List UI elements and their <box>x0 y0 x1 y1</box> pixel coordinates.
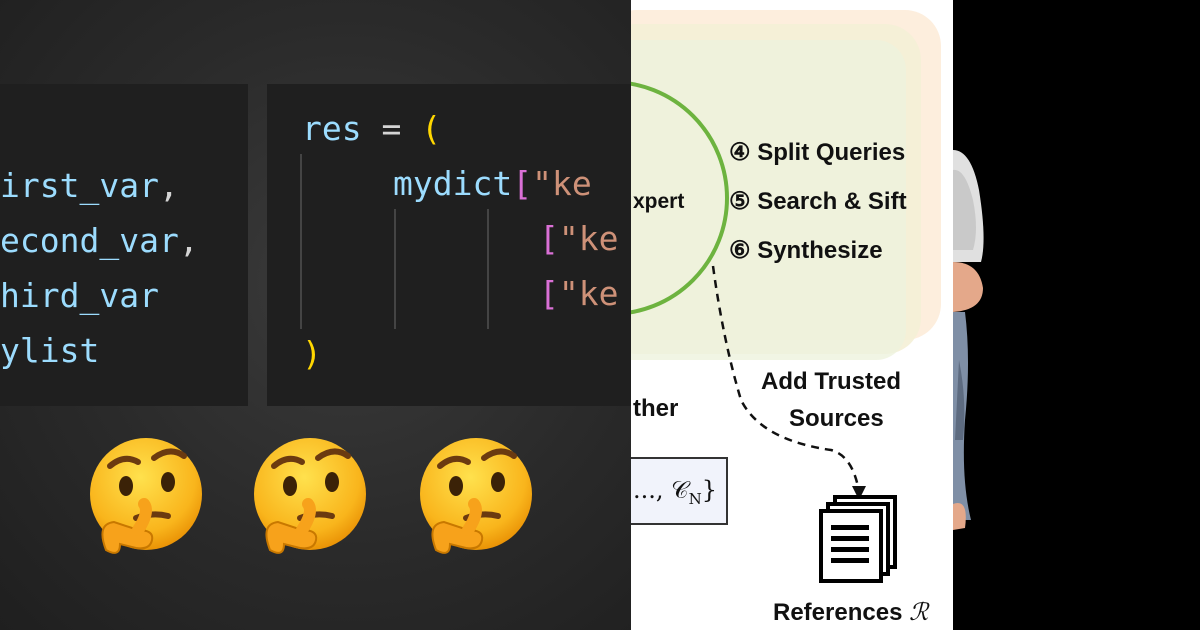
set-box <box>631 457 728 525</box>
arrow-label-line1: Add Trusted <box>761 368 902 395</box>
code-token-var: hird_var <box>0 276 159 315</box>
step-label: Search & Sift <box>757 188 907 215</box>
step-item: ⑤ Search & Sift <box>729 187 907 216</box>
face-shape <box>953 262 983 312</box>
references-symbol: ℛ <box>909 598 929 626</box>
code-token-var: res <box>302 109 362 148</box>
code-token-punc: , <box>158 166 179 205</box>
code-line: ) <box>302 334 322 374</box>
hand-shape <box>953 503 966 530</box>
step-marker: ⑤ <box>729 188 751 215</box>
set-box-brace: } <box>701 476 718 504</box>
dashed-arrow <box>711 265 861 493</box>
thinking-face-icon <box>420 438 532 554</box>
diagram-graphics <box>631 10 941 583</box>
panel-layer-green <box>631 40 906 360</box>
code-token-string: "ke <box>558 274 619 313</box>
step-label: Synthesize <box>757 237 883 264</box>
code-token-bracket: [ <box>512 164 533 203</box>
code-token-var: econd_var <box>0 221 179 260</box>
diagram-panel: xpert ④ Split Queries ⑤ Search & Sift ⑥ … <box>631 0 953 630</box>
set-box-text: ..., 𝒞N} <box>633 476 717 508</box>
code-token-var: ylist <box>0 331 100 370</box>
step-label: Split Queries <box>757 139 906 166</box>
code-line: ylist <box>0 331 99 371</box>
step-marker: ⑥ <box>729 237 751 264</box>
figure-panel <box>953 0 1200 630</box>
code-line: ["ke <box>539 274 618 314</box>
code-card-left: irst_var, econd_var, hird_var ylist <box>0 84 248 406</box>
code-line: hird_var <box>0 276 159 316</box>
code-token-paren: ( <box>421 109 442 148</box>
documents-icon <box>819 495 897 583</box>
references-label: References ℛ <box>773 598 928 627</box>
expert-label: xpert <box>633 190 685 213</box>
arrow-head <box>852 486 866 500</box>
set-box-subscript: N <box>688 489 702 508</box>
indent-guide <box>394 209 396 329</box>
references-text: References <box>773 599 903 626</box>
code-token-paren: ) <box>302 334 322 373</box>
code-line: irst_var, <box>0 166 179 206</box>
indent-guide <box>487 209 489 329</box>
thinking-face-icon <box>254 438 366 554</box>
set-box-elements: ..., 𝒞 <box>633 476 689 504</box>
code-line: econd_var, <box>0 221 199 261</box>
left-fragment-text: ther <box>633 395 679 422</box>
step-item: ⑥ Synthesize <box>729 236 883 265</box>
code-screenshot-panel: irst_var, econd_var, hird_var ylist res … <box>0 0 631 630</box>
step-marker: ④ <box>729 139 751 166</box>
code-line: res = ( <box>302 109 441 149</box>
code-token-string: "ke <box>532 164 592 203</box>
thinking-face-icon <box>90 438 202 554</box>
code-token-var: irst_var <box>0 166 159 205</box>
indent-guide <box>300 154 302 329</box>
code-line: ["ke <box>539 219 618 259</box>
expert-circle <box>631 81 729 315</box>
cartoon-figure-illustration <box>953 150 984 530</box>
code-token-string: "ke <box>558 219 619 258</box>
code-token-var: mydict <box>393 164 513 203</box>
code-token-bracket: [ <box>539 219 559 258</box>
code-card-right: res = ( mydict["ke ["ke ["ke ) <box>267 84 631 406</box>
step-item: ④ Split Queries <box>729 138 905 167</box>
code-token-bracket: [ <box>539 274 559 313</box>
arrow-label-line2: Sources <box>789 405 884 432</box>
code-token-op: = <box>361 109 422 148</box>
code-token-punc: , <box>178 221 199 260</box>
code-line: mydict["ke <box>393 164 592 204</box>
